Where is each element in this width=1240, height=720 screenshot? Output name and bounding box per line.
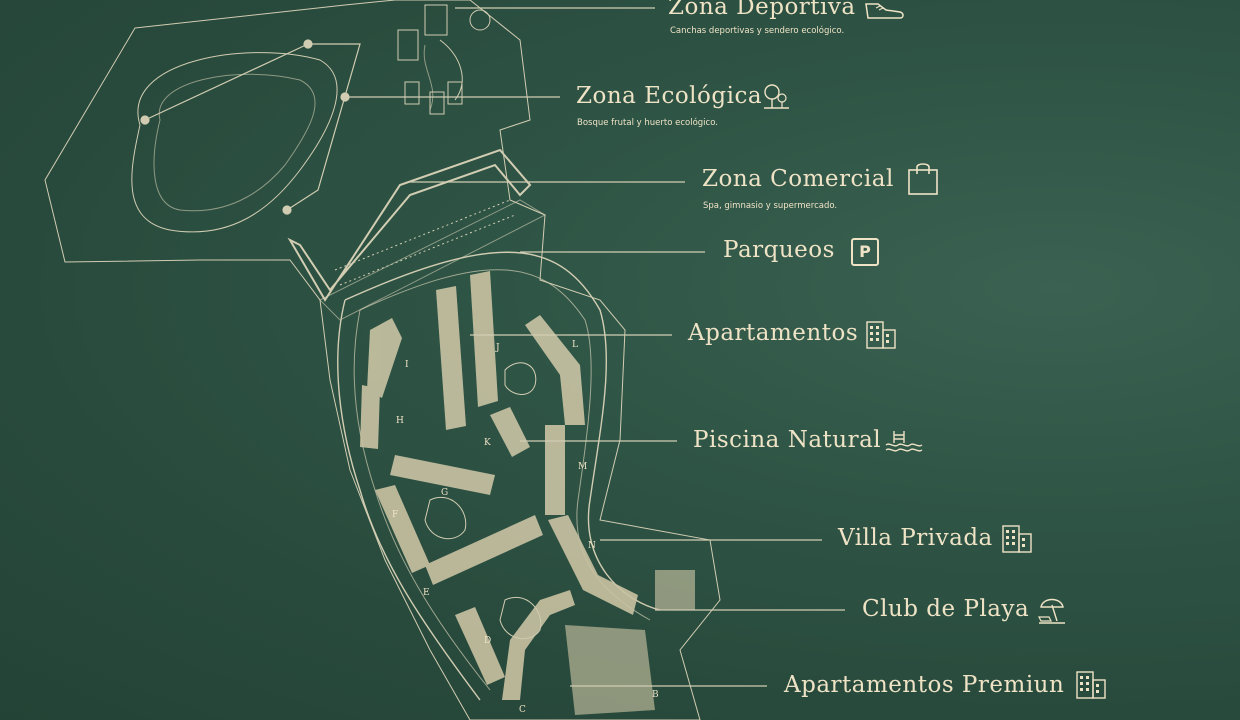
ecological-trail	[131, 52, 338, 233]
zone-letter-H: H	[396, 416, 404, 426]
block-F	[375, 485, 430, 573]
zone-letter-L: L	[572, 340, 578, 350]
zone-letter-E: E	[423, 588, 430, 598]
legend-title-zona-ecologica: Zona Ecológica	[576, 83, 763, 109]
legend-title-club-de-playa: Club de Playa	[862, 596, 1030, 622]
legend-title-parqueos: Parqueos	[723, 237, 835, 263]
sports-court-5	[447, 81, 463, 105]
block-E	[425, 515, 543, 585]
zone-letter-J: J	[496, 343, 500, 353]
legend-title-apartamentos-premiun: Apartamentos Premiun	[784, 672, 1065, 698]
block-D	[455, 607, 505, 685]
zone-letter-M: M	[578, 462, 588, 472]
zone-letter-F: F	[392, 510, 399, 520]
zone-letter-K: K	[484, 438, 491, 448]
building-icon	[1076, 671, 1106, 699]
pool-icon	[885, 431, 923, 452]
zone-letter-D: D	[484, 636, 492, 646]
natural-pool	[504, 362, 537, 395]
building-icon	[866, 321, 896, 349]
block-L	[525, 315, 585, 425]
zone-letter-N: N	[588, 541, 596, 551]
shopping-bag-icon	[908, 163, 938, 195]
sneaker-icon	[865, 3, 904, 19]
beach-club	[655, 570, 695, 610]
sports-court-3	[404, 81, 420, 105]
zone-letter-G: G	[441, 488, 449, 498]
ring-road	[344, 251, 661, 611]
block-J1	[436, 286, 466, 430]
legend-title-villa-privada: Villa Privada	[838, 525, 993, 551]
beach-umbrella-icon	[1038, 598, 1065, 624]
parking-icon: P	[851, 238, 879, 266]
tree-icon	[764, 84, 789, 109]
block-C	[502, 590, 575, 700]
zone-letter-B: B	[652, 690, 659, 700]
commercial-building	[287, 148, 532, 302]
building-icon	[1002, 525, 1032, 553]
zone-letter-I: I	[405, 360, 409, 370]
block-N	[548, 515, 638, 615]
block-G	[390, 455, 495, 495]
block-J2	[470, 271, 498, 407]
legend-title-zona-deportiva: Zona Deportiva	[668, 0, 856, 20]
legend-subtitle-zona-deportiva: Canchas deportivas y sendero ecológico.	[670, 26, 845, 36]
zone-letter-C: C	[519, 705, 526, 715]
legend-subtitle-zona-ecologica: Bosque frutal y huerto ecológico.	[577, 118, 718, 128]
block-K	[490, 407, 530, 457]
legend-subtitle-zona-comercial: Spa, gimnasio y supermercado.	[703, 201, 838, 211]
legend-title-zona-comercial: Zona Comercial	[702, 166, 894, 192]
sports-court-2	[397, 29, 419, 61]
block-I	[367, 318, 402, 398]
sports-court-4	[429, 91, 445, 115]
block-H	[360, 385, 380, 449]
legend-title-apartamentos: Apartamentos	[688, 320, 859, 346]
sports-court-1	[424, 4, 448, 36]
block-M	[545, 425, 565, 515]
block-B	[565, 625, 655, 715]
legend-title-piscina-natural: Piscina Natural	[693, 427, 882, 453]
